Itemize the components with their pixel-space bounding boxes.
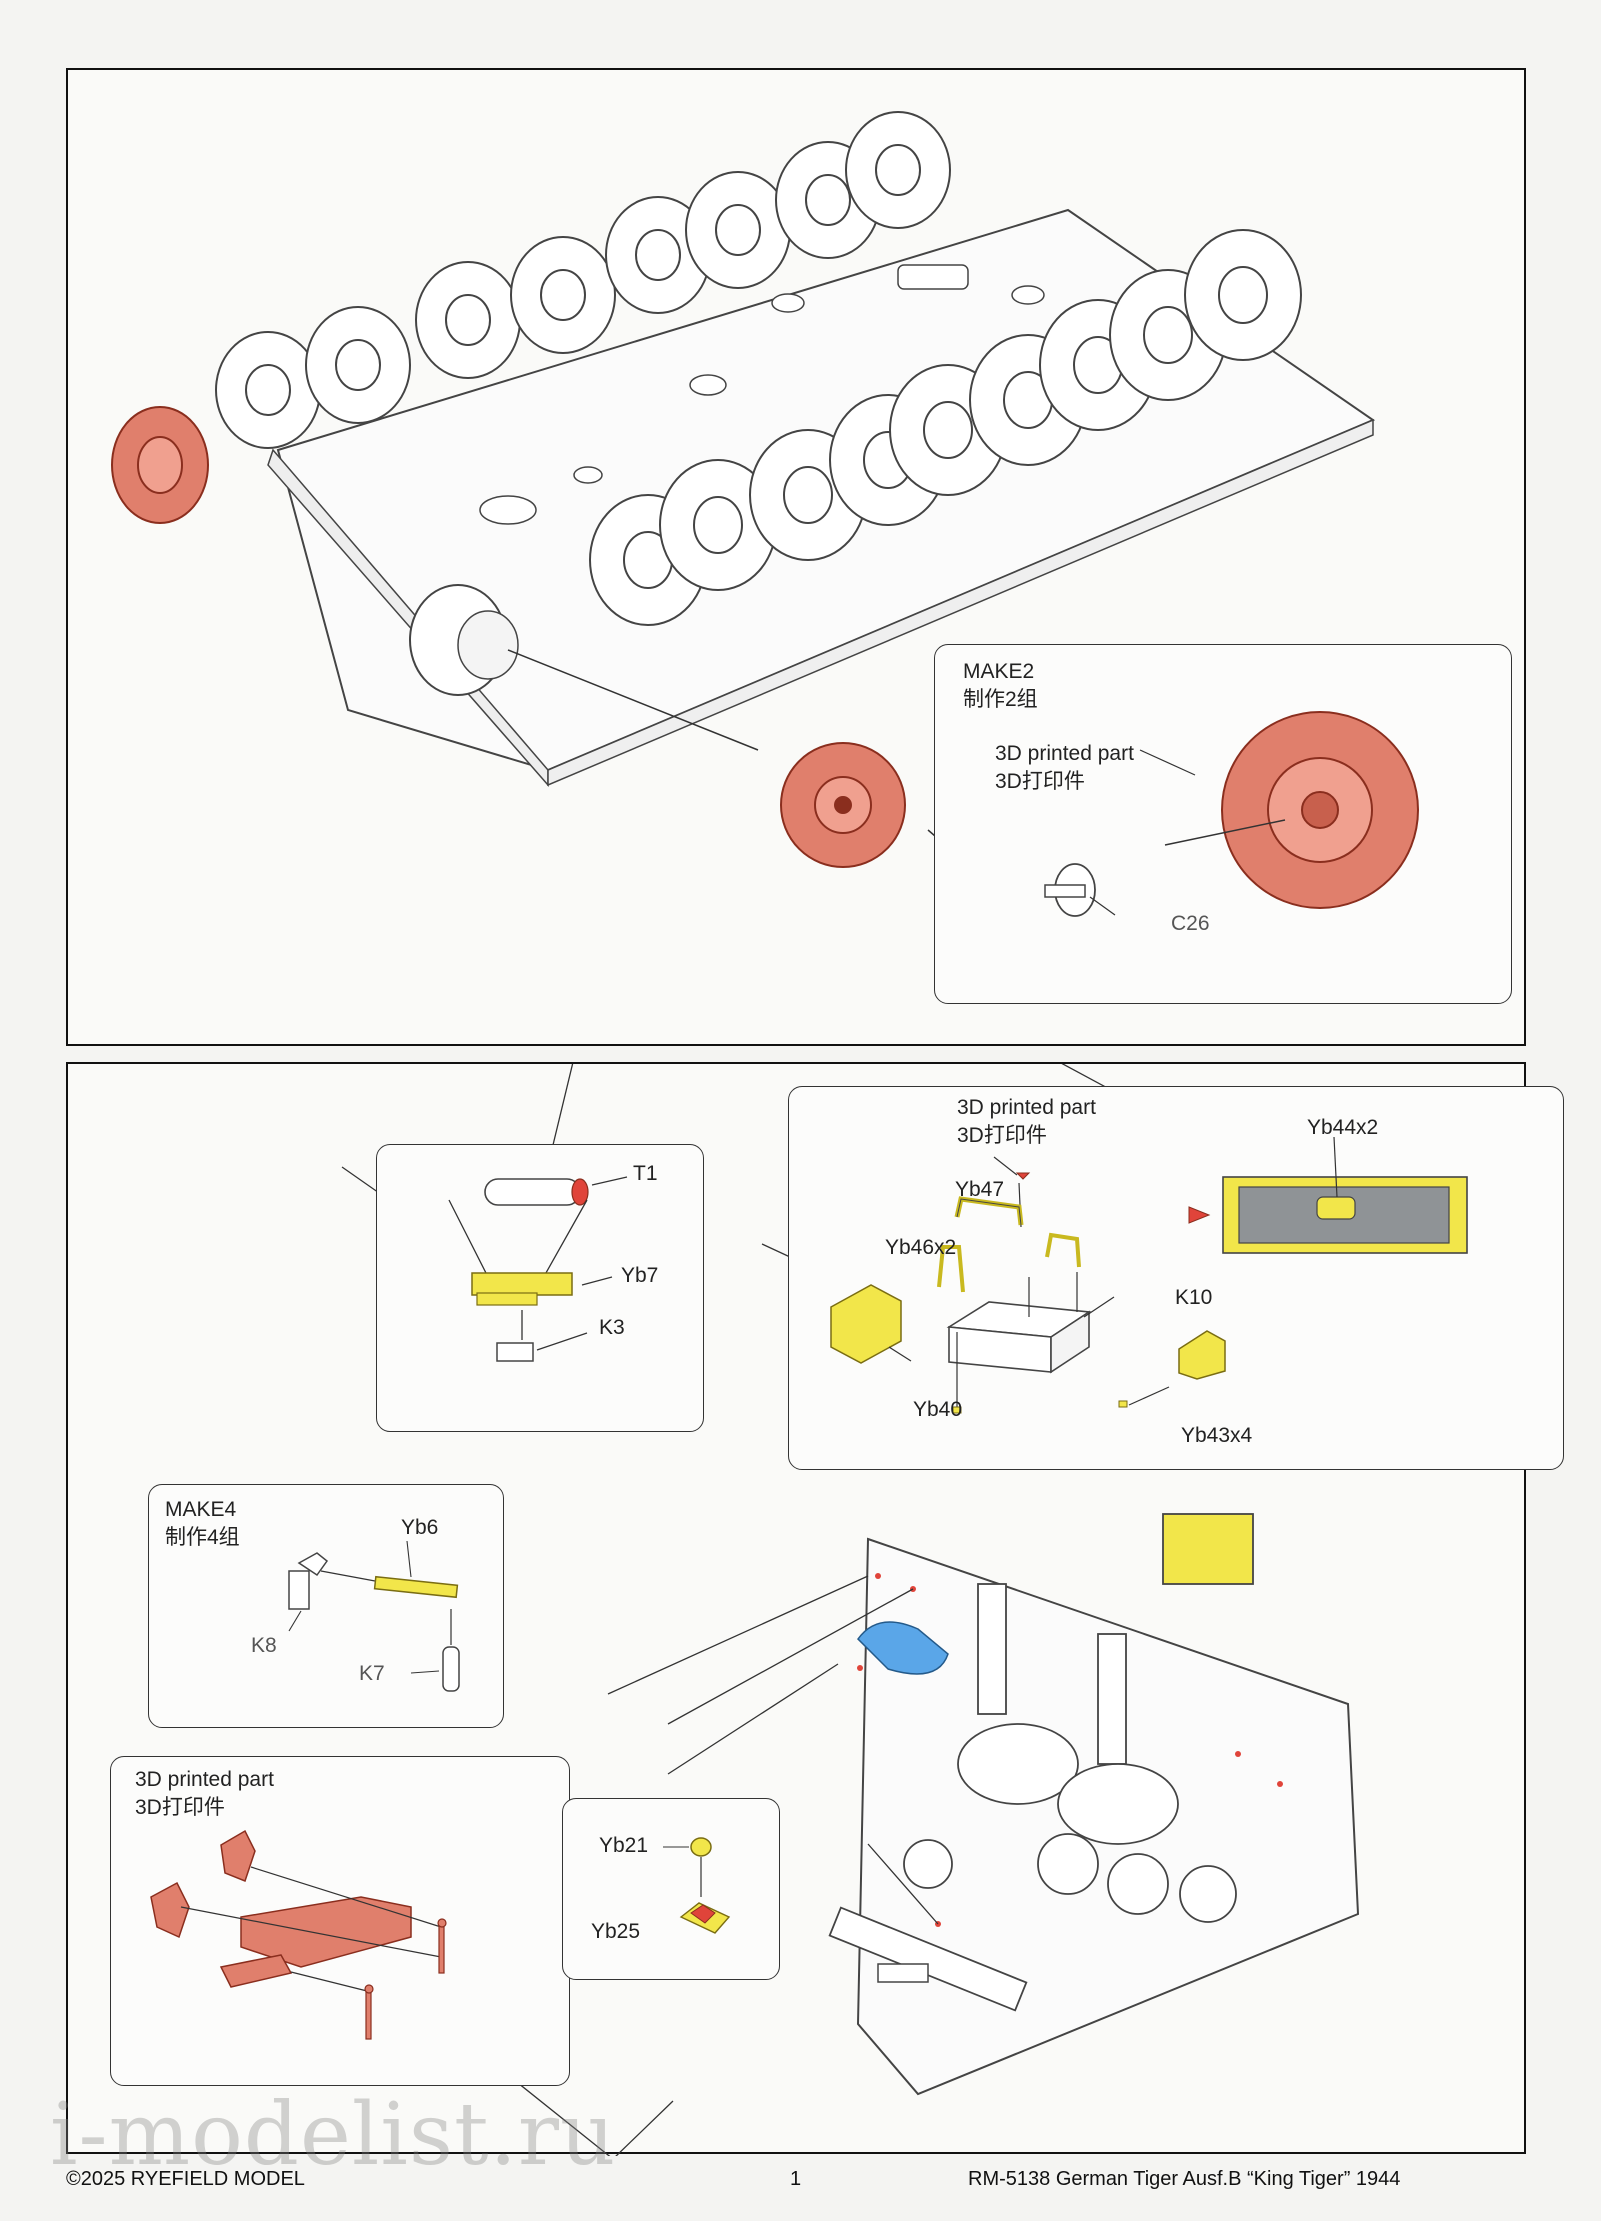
sprocket-on-hull (111, 406, 209, 524)
bl-printed-part-label: 3D printed part (135, 1768, 274, 1791)
footer-page-number: 1 (790, 2168, 802, 2190)
make2-label-cn: 制作2组 (963, 688, 1038, 711)
k3-label: K3 (599, 1316, 625, 1339)
yb21-parts-drawing (663, 1837, 731, 1934)
box-printed-part-label: 3D printed part (957, 1096, 1096, 1119)
yb21-callout: Yb21 Yb25 (562, 1798, 780, 1980)
yb40-label: Yb40 (913, 1398, 963, 1421)
part-c26-label: C26 (1171, 912, 1210, 935)
yb21-label: Yb21 (599, 1834, 649, 1857)
k8-label: K8 (251, 1634, 277, 1657)
box-printed-part-label-cn: 3D打印件 (957, 1124, 1047, 1147)
box-callout: 3D printed part 3D打印件 Yb44x2 Yb47 Yb46x2… (788, 1086, 1564, 1470)
footer-copyright: ©2025 RYEFIELD MODEL (66, 2168, 305, 2190)
tube-callout: T1 Yb7 K3 (376, 1144, 704, 1432)
printed-part-label-cn: 3D打印件 (995, 770, 1085, 793)
tube-parts-drawing (448, 1176, 628, 1362)
footer-title: RM-5138 German Tiger Ausf.B “King Tiger”… (968, 2168, 1401, 2190)
yb6-label: Yb6 (401, 1516, 439, 1539)
bl-printed-part-label-cn: 3D打印件 (135, 1796, 225, 1819)
k7-label: K7 (359, 1662, 385, 1685)
printed-tow-parts-drawing (150, 1829, 447, 2040)
make4-label: MAKE4 (165, 1498, 237, 1521)
yb43-label: Yb43x4 (1181, 1424, 1253, 1447)
hull-running-gear-drawing (111, 111, 1376, 952)
printed-parts-callout: 3D printed part 3D打印件 (110, 1756, 570, 2086)
printed-part-label: 3D printed part (995, 742, 1134, 765)
make4-callout: MAKE4 制作4组 Yb6 K8 K7 (148, 1484, 504, 1728)
yb7-label: Yb7 (621, 1264, 659, 1287)
make2-label: MAKE2 (963, 660, 1035, 683)
sprocket-part (780, 742, 906, 868)
bottom-instruction-panel: T1 Yb7 K3 (66, 1062, 1564, 2156)
top-instruction-panel: MAKE2 制作2组 3D printed part 3D打印件 C26 (66, 68, 1526, 1046)
rear-plate-drawing (341, 1064, 1360, 2156)
make4-parts-drawing (288, 1540, 460, 1692)
watermark: i-modelist.ru (50, 2085, 617, 2185)
yb25-label: Yb25 (591, 1920, 641, 1943)
yb47-label: Yb47 (955, 1178, 1005, 1201)
k10-label: K10 (1175, 1286, 1213, 1309)
yb44-label: Yb44x2 (1307, 1116, 1379, 1139)
make4-label-cn: 制作4组 (165, 1526, 240, 1549)
yb46-label: Yb46x2 (885, 1236, 957, 1259)
box-parts-drawing (830, 1136, 1468, 1414)
t1-label: T1 (633, 1162, 658, 1185)
make2-callout: MAKE2 制作2组 3D printed part 3D打印件 C26 (934, 644, 1512, 1004)
sprocket-detail-drawing (1044, 711, 1419, 917)
